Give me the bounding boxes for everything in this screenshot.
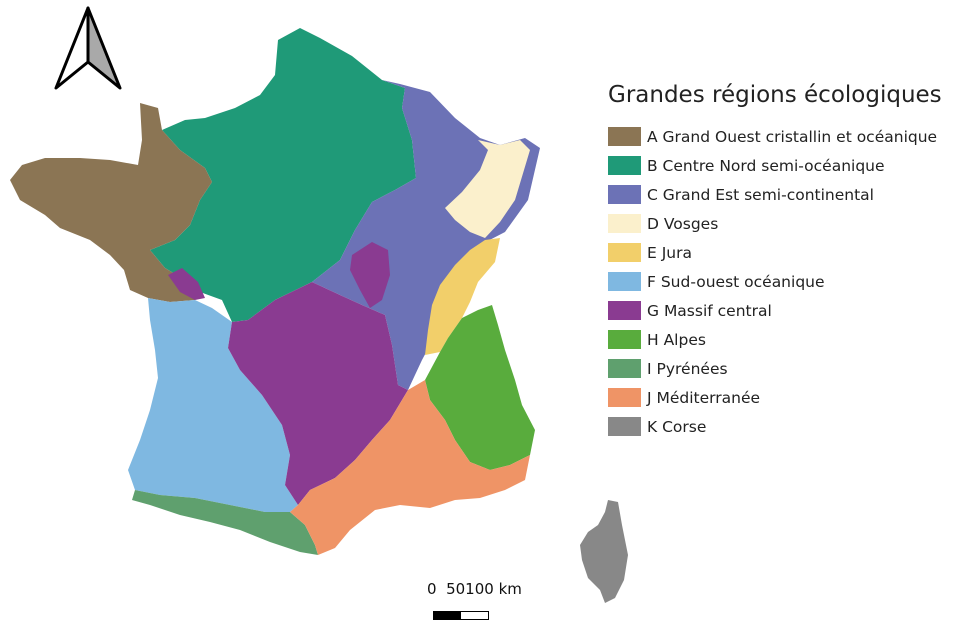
legend-label: H Alpes [647,330,706,349]
legend-item: G Massif central [608,296,948,325]
legend-label: J Méditerranée [647,388,761,407]
legend-swatch [608,156,641,175]
region-e-jura [425,238,500,355]
legend-swatch [608,417,641,436]
region-b-centre-nord [150,28,416,322]
legend-swatch [608,185,641,204]
legend-label: C Grand Est semi-continental [647,185,874,204]
north-arrow-icon [54,6,122,90]
region-a-grand-ouest [10,103,212,302]
region-g-massif-central-limousin-west [168,268,205,300]
region-g-massif-central-morvan [350,242,390,308]
legend-label: E Jura [647,243,692,262]
legend-swatch [608,214,641,233]
legend-label: B Centre Nord semi-océanique [647,156,885,175]
scale-bar-label: 0 50100 km [427,580,522,598]
legend-swatch [608,301,641,320]
region-h-alpes [425,305,535,470]
legend-label: G Massif central [647,301,772,320]
legend-swatch [608,272,641,291]
legend-swatch [608,243,641,262]
region-j-mediterranee [290,380,530,555]
legend-label: F Sud-ouest océanique [647,272,825,291]
region-i-pyrenees [132,490,318,555]
legend-item: E Jura [608,238,948,267]
legend-item: A Grand Ouest cristallin et océanique [608,122,948,151]
legend-item: C Grand Est semi-continental [608,180,948,209]
legend-item: H Alpes [608,325,948,354]
legend-label: D Vosges [647,214,719,233]
legend-title: Grandes régions écologiques [608,82,942,108]
legend-label: A Grand Ouest cristallin et océanique [647,127,938,146]
legend-swatch [608,127,641,146]
legend-swatch [608,359,641,378]
region-d-vosges [445,140,530,238]
legend-label: I Pyrénées [647,359,728,378]
region-c-grand-est [312,80,540,390]
legend-swatch [608,330,641,349]
legend-items: A Grand Ouest cristallin et océanique B … [608,122,948,441]
scale-bar-segment-black [434,612,462,619]
legend-swatch [608,388,641,407]
legend: Grandes régions écologiques A Grand Oues… [608,82,948,441]
legend-item: B Centre Nord semi-océanique [608,151,948,180]
legend-item: D Vosges [608,209,948,238]
scale-bar [433,611,489,620]
legend-item: K Corse [608,412,948,441]
region-g-massif-central [228,282,408,505]
scale-bar-segment-white [461,612,488,619]
legend-item: F Sud-ouest océanique [608,267,948,296]
legend-item: I Pyrénées [608,354,948,383]
region-k-corse [580,500,628,603]
region-f-sud-ouest [128,298,298,512]
legend-item: J Méditerranée [608,383,948,412]
legend-label: K Corse [647,417,707,436]
